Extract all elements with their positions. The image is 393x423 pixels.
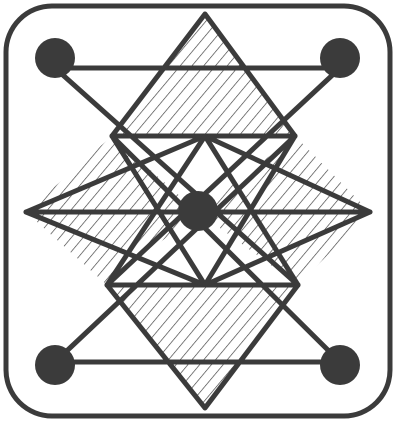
center-node — [178, 191, 218, 231]
hatched-top-triangle — [112, 14, 295, 136]
corner-node-bottom-left — [35, 345, 75, 385]
corner-node-top-left — [35, 38, 75, 78]
hatched-bottom-triangle — [107, 285, 298, 408]
corner-node-bottom-right — [320, 345, 360, 385]
corner-node-top-right — [320, 38, 360, 78]
